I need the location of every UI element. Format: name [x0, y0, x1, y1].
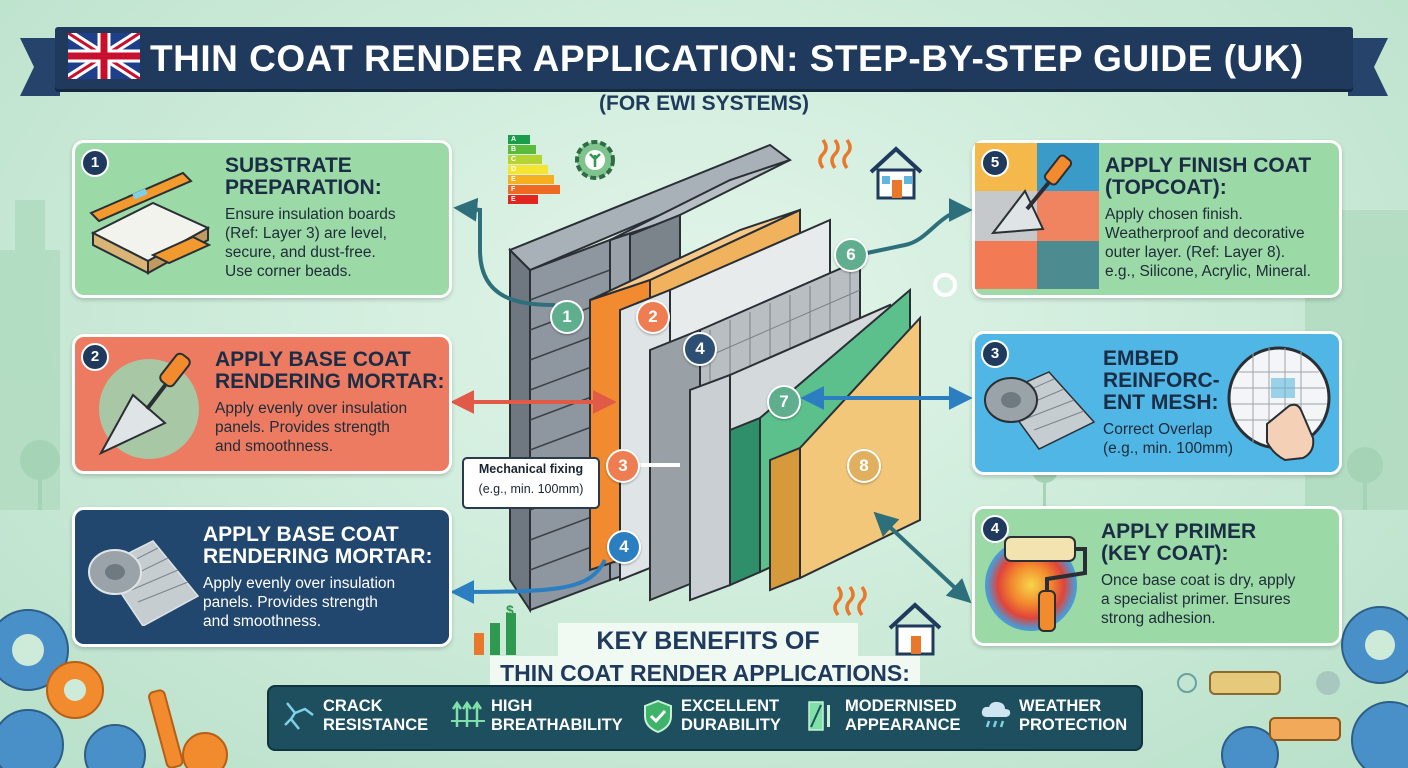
ewi-wall-cutaway — [508, 143, 921, 614]
benefits-heading-line2: THIN COAT RENDER APPLICATIONS: — [490, 656, 920, 690]
step-card-finish-coat: 5 APPLY FINISH COAT(TOPCOAT): Apply chos… — [972, 140, 1342, 298]
mechanical-fixing-callout: Mechanical fixing (e.g., min. 100mm) — [462, 457, 600, 509]
house-icon — [869, 146, 923, 200]
breathability-arrows-icon — [451, 700, 485, 727]
spirit-level-board-icon — [89, 171, 212, 275]
layer-marker-4: 4 — [683, 332, 717, 366]
layer-marker-1: 1 — [550, 300, 584, 334]
step-title: APPLY FINISH COAT(TOPCOAT): — [1105, 154, 1312, 199]
energy-rating-icon — [508, 135, 560, 204]
title-banner — [55, 27, 1353, 89]
uk-flag-icon — [68, 33, 140, 79]
page-title: THIN COAT RENDER APPLICATION: STEP-BY-ST… — [150, 38, 1304, 79]
crack-icon — [284, 702, 314, 730]
step-badge: 2 — [81, 343, 109, 371]
trowel-icon — [98, 352, 199, 459]
heat-icon-lower — [833, 585, 867, 617]
svg-text:$: $ — [506, 605, 514, 618]
step-badge: 1 — [81, 149, 109, 177]
layer-marker-2: 2 — [636, 300, 670, 334]
layer-marker-3: 3 — [606, 449, 640, 483]
mesh-roll-icon — [984, 371, 1096, 450]
layer-marker-4b: 4 — [607, 530, 641, 564]
step-title: APPLY PRIMER(KEY COAT): — [1101, 520, 1257, 565]
benefits-heading-line1: KEY BENEFITS OF — [558, 623, 858, 659]
page-subtitle: (FOR EWI SYSTEMS) — [599, 92, 809, 115]
step-badge: 3 — [981, 340, 1009, 368]
step-card-primer: 4 APPLY PRIMER(KEY COAT): Once base coat… — [972, 506, 1342, 646]
panel-icon — [808, 701, 830, 731]
savings-chart-icon: $ — [474, 605, 516, 655]
eco-gear-icon — [575, 140, 615, 180]
step-description: Apply chosen finish.Weatherproof and dec… — [1105, 206, 1311, 280]
step-description: Correct Overlap(e.g., min. 100mm) — [1103, 421, 1234, 457]
step-description: Ensure insulation boards(Ref: Layer 3) a… — [225, 206, 396, 280]
layer-marker-7: 7 — [767, 385, 801, 419]
mesh-roll-icon — [88, 540, 200, 626]
rain-cloud-icon — [981, 701, 1011, 728]
heat-icon — [818, 138, 852, 170]
layer-marker-6: 6 — [834, 238, 868, 272]
finish-swatches-icon — [975, 143, 1099, 289]
step-badge: 4 — [981, 515, 1009, 543]
step-badge: 5 — [981, 149, 1009, 177]
mesh-overlap-magnifier-icon — [1227, 346, 1331, 462]
layer-marker-8: 8 — [847, 449, 881, 483]
shield-check-icon — [644, 699, 672, 733]
paint-roller-icon — [985, 536, 1087, 632]
house-icon-lower — [888, 602, 942, 656]
